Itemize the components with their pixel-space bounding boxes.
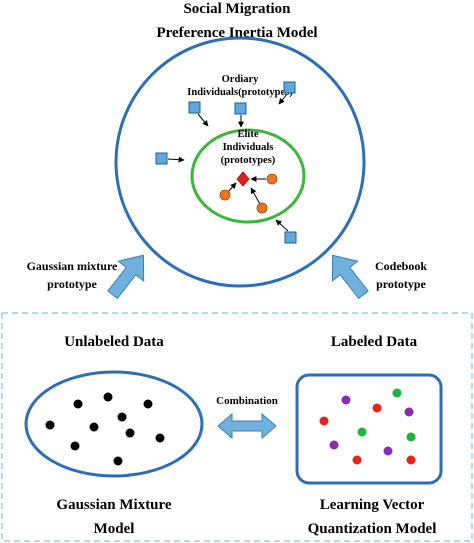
gmm-label-line-2: Model [94, 521, 135, 537]
data-point-red [319, 416, 329, 426]
migration-arrow [250, 187, 261, 205]
gaussian-prototype-label-line-1: Gaussian mixture [27, 259, 118, 273]
data-point [113, 456, 123, 466]
data-point-purple [404, 407, 414, 417]
data-point [125, 428, 135, 438]
ordinary-label-line-1: Ordiary [222, 74, 259, 85]
elite-individuals [219, 171, 278, 214]
data-point-green [392, 388, 402, 398]
data-point-red [406, 455, 416, 465]
migration-arrow [167, 156, 185, 163]
elite-individual-dot [219, 189, 231, 201]
unlabeled-data-ellipse [24, 370, 204, 478]
migration-arrow [275, 219, 289, 232]
migration-arrows [167, 93, 289, 232]
ordinary-individuals [155, 81, 297, 244]
ordinary-individual-square [155, 152, 168, 165]
gaussian-prototype-arrow [107, 254, 145, 300]
elite-individual-dot [266, 173, 278, 185]
combination-label: Combination [216, 395, 278, 407]
data-point [73, 399, 83, 409]
data-point-purple [383, 446, 393, 456]
labeled-data-box [295, 373, 443, 485]
data-point-red [352, 455, 362, 465]
data-point [103, 392, 113, 402]
elite-population-circle [190, 128, 306, 224]
ordinary-label-line-2: Individuals(prototypes) [187, 87, 293, 98]
ordinary-individual-square [284, 231, 297, 244]
elite-label-line-2: Individuals [223, 142, 274, 153]
title-line-2: Preference Inertia Model [156, 25, 317, 41]
gmm-label-line-1: Gaussian Mixture [56, 497, 171, 513]
data-point-purple [341, 395, 351, 405]
data-point [70, 441, 80, 451]
data-point-purple [329, 440, 339, 450]
data-point-red [372, 403, 382, 413]
elite-individual-dot [256, 202, 268, 214]
data-point [117, 412, 127, 422]
codebook-prototype-label-line-1: Codebook [375, 259, 427, 273]
combination-double-arrow [217, 412, 277, 440]
migration-arrow [197, 113, 209, 127]
labeled-data-title: Labeled Data [331, 334, 418, 350]
elite-label-line-1: Elite [238, 129, 259, 140]
data-point [143, 399, 153, 409]
data-point [155, 433, 165, 443]
data-point [45, 420, 55, 430]
unlabeled-data-title: Unlabeled Data [64, 334, 164, 350]
ordinary-individual-square [188, 101, 201, 114]
labeled-data-points [319, 388, 416, 465]
migration-arrow [278, 93, 288, 105]
elite-best-diamond [236, 171, 250, 187]
ordinary-individual-square [283, 81, 296, 94]
elite-label-line-3: (prototypes) [221, 155, 276, 166]
lvq-label-line-1: Learning Vector [320, 497, 425, 513]
data-point [89, 422, 99, 432]
codebook-prototype-label-line-2: prototype [376, 277, 426, 291]
migration-arrow [227, 182, 237, 193]
lvq-label-line-2: Quantization Model [308, 521, 437, 537]
gaussian-prototype-label-line-2: prototype [47, 277, 97, 291]
title-line-1: Social Migration [183, 1, 291, 17]
codebook-prototype-arrow [331, 254, 369, 300]
unlabeled-data-points [45, 392, 165, 466]
ordinary-individual-square [234, 102, 247, 115]
data-section-dashed-border [1, 312, 473, 542]
data-point-green [357, 427, 367, 437]
data-point-green [406, 432, 416, 442]
